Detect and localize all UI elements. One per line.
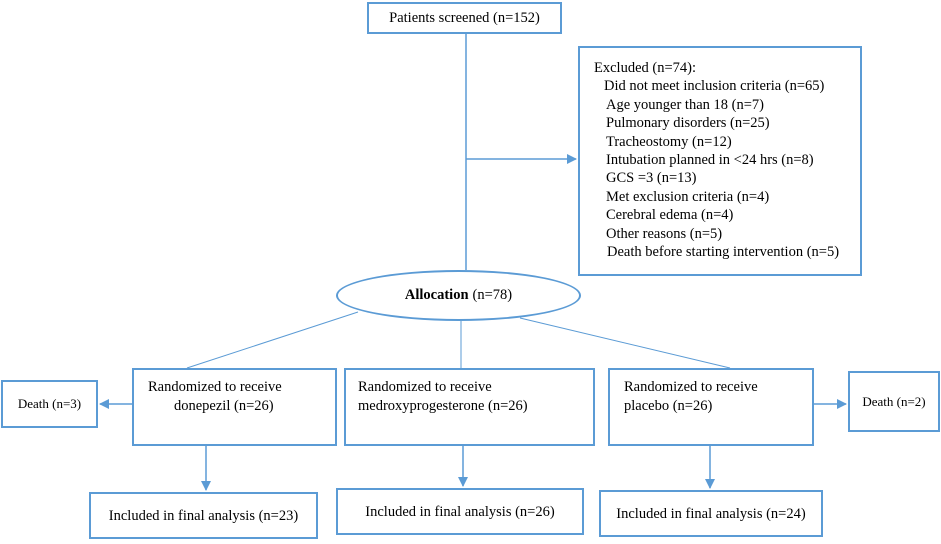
- excluded-item: Met exclusion criteria (n=4): [606, 188, 770, 205]
- final-analysis-box-medroxyprogesterone: Included in final analysis (n=26): [336, 488, 584, 535]
- screened-label: Patients screened (n=152): [389, 10, 540, 26]
- death-left-label: Death (n=3): [17, 396, 82, 411]
- allocation-label: Allocation: [404, 287, 469, 303]
- final-label: Included in final analysis (n=26): [365, 503, 555, 520]
- arm-donepezil-box: Randomized to receive donepezil (n=26): [132, 368, 337, 446]
- arm-medroxyprogesterone-box: Randomized to receive medroxyprogesteron…: [344, 368, 595, 446]
- excluded-item: Pulmonary disorders (n=25): [606, 115, 770, 132]
- death-left-box: Death (n=3): [1, 380, 98, 428]
- final-analysis-box-placebo: Included in final analysis (n=24): [599, 490, 823, 537]
- excluded-item: GCS =3 (n=13): [606, 170, 697, 187]
- excluded-item: Cerebral edema (n=4): [606, 207, 734, 224]
- arm-placebo-box: Randomized to receive placebo (n=26): [608, 368, 814, 446]
- excluded-item: Did not meet inclusion criteria (n=65): [604, 78, 825, 95]
- arm-line2: placebo (n=26): [624, 398, 713, 414]
- final-label: Included in final analysis (n=24): [616, 505, 806, 522]
- excluded-item: Other reasons (n=5): [606, 225, 723, 242]
- arm-line1: Randomized to receive: [624, 379, 758, 395]
- allocation-ellipse: Allocation (n=78): [336, 270, 581, 321]
- arm-line2: donepezil (n=26): [174, 398, 274, 414]
- excluded-box: Excluded (n=74): Did not meet inclusion …: [578, 46, 862, 276]
- death-right-box: Death (n=2): [848, 371, 940, 432]
- screened-box: Patients screened (n=152): [367, 2, 562, 34]
- excluded-title: Excluded (n=74):: [594, 60, 696, 76]
- final-analysis-box-donepezil: Included in final analysis (n=23): [89, 492, 318, 539]
- allocation-count: (n=78): [472, 287, 513, 303]
- excluded-item: Tracheostomy (n=12): [606, 133, 732, 150]
- death-right-label: Death (n=2): [862, 393, 926, 409]
- connector-allocation-donepezil: [186, 311, 359, 369]
- arm-line1: Randomized to receive: [148, 379, 282, 395]
- final-label: Included in final analysis (n=23): [108, 507, 299, 524]
- excluded-item: Death before starting intervention (n=5): [607, 244, 840, 261]
- arm-line2: medroxyprogesterone (n=26): [358, 398, 528, 414]
- excluded-item: Age younger than 18 (n=7): [606, 96, 764, 113]
- connector-allocation-placebo: [519, 317, 731, 369]
- excluded-item: Intubation planned in <24 hrs (n=8): [606, 152, 814, 169]
- arm-line1: Randomized to receive: [358, 379, 492, 395]
